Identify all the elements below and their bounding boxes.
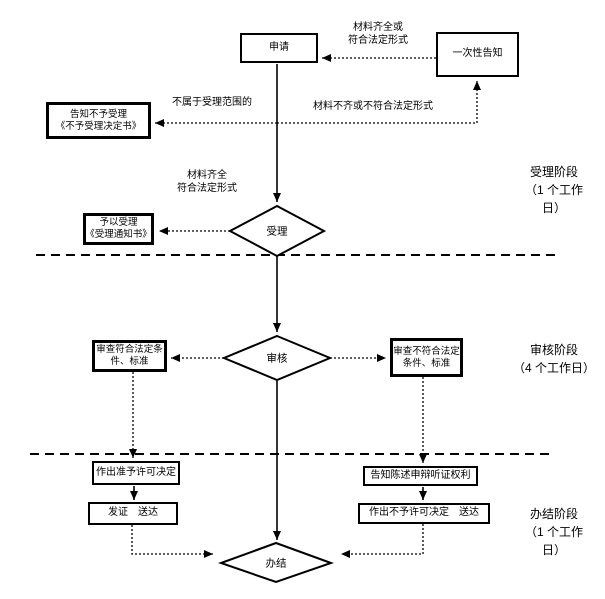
edge-label-incomplete: 材料不齐或不符合法定形式 xyxy=(313,101,433,112)
stage-label-accept-line2: （1 个工作 xyxy=(524,183,583,197)
edge-label-complete-line1: 材料齐全 xyxy=(187,170,227,181)
notify-rejection-line1: 告知不予受理 xyxy=(69,108,127,120)
edge-label-complete-or-legal-line2: 符合法定形式 xyxy=(348,35,408,46)
accept-diamond-label: 受理 xyxy=(266,225,288,238)
grant-accept-line1: 予以受理 xyxy=(99,217,138,229)
notify-rights-label: 告知陈述申辩听证权利 xyxy=(370,469,471,481)
notify-rejection-box: 告知不予受理 《不予受理决定书》 xyxy=(46,102,151,139)
grant-accept-line2: 《受理通知书》 xyxy=(85,229,152,240)
notify-rejection-line2: 《不予受理决定书》 xyxy=(55,120,142,132)
issue-deliver-box: 发证 送达 xyxy=(88,502,178,525)
review-pass-line1: 审查符合法定条 xyxy=(96,344,163,356)
edge-label-complete: 材料齐全 符合法定形式 xyxy=(161,169,253,195)
review-diamond xyxy=(221,334,333,382)
edge-label-complete-or-legal: 材料齐全或 符合法定形式 xyxy=(330,21,426,47)
approve-decision-label: 作出准予许可决定 xyxy=(96,466,176,478)
stage-label-accept: 受理阶段 （1 个工作 日） xyxy=(511,163,597,217)
edge-label-not-in-scope: 不属于受理范围的 xyxy=(172,97,252,108)
stage-label-finish-line1: 办结阶段 xyxy=(529,507,578,521)
stage-separators xyxy=(30,254,557,455)
apply-label: 申请 xyxy=(269,41,289,53)
stage-label-accept-line3: 日） xyxy=(541,201,566,215)
review-pass-box: 审查符合法定条 件、标准 xyxy=(92,340,167,372)
stage-label-review-line2: （4 个工作日） xyxy=(512,361,595,375)
one-time-notice-label: 一次性告知 xyxy=(452,48,503,60)
edge-label-complete-line2: 符合法定形式 xyxy=(177,183,237,194)
stage-label-accept-line1: 受理阶段 xyxy=(529,165,578,179)
review-fail-line1: 审查不符合法定 xyxy=(393,345,460,357)
dotted-connectors xyxy=(129,54,481,558)
connector-deny-to-finish xyxy=(341,524,424,558)
decision-diamonds xyxy=(218,204,334,584)
accept-diamond xyxy=(227,204,327,258)
finish-diamond xyxy=(218,541,334,584)
one-time-notice-box: 一次性告知 xyxy=(436,32,519,77)
stage-label-review: 审核阶段 （4 个工作日） xyxy=(503,341,605,377)
stage-label-finish-line2: （1 个工作 xyxy=(524,525,583,539)
deny-decision-label: 作出不予许可决定 送达 xyxy=(369,507,479,519)
issue-deliver-label: 发证 送达 xyxy=(108,507,158,519)
review-pass-line2: 件、标准 xyxy=(110,356,149,367)
stage-label-review-line1: 审核阶段 xyxy=(529,343,578,357)
review-fail-box: 审查不符合法定 条件、标准 xyxy=(390,338,463,377)
deny-decision-box: 作出不予许可决定 送达 xyxy=(358,503,490,524)
solid-connectors xyxy=(130,64,427,540)
edge-label-complete-or-legal-line1: 材料齐全或 xyxy=(353,22,403,33)
stage-label-finish: 办结阶段 （1 个工作 日） xyxy=(511,505,597,559)
grant-accept-box: 予以受理 《受理通知书》 xyxy=(83,213,154,245)
stage-label-finish-line3: 日） xyxy=(541,543,566,557)
approve-decision-box: 作出准予许可决定 xyxy=(92,461,180,485)
notify-rights-box: 告知陈述申辩听证权利 xyxy=(363,466,478,486)
review-fail-line2: 条件、标准 xyxy=(402,357,451,369)
review-diamond-label: 审核 xyxy=(266,352,288,365)
connector-issue-to-finish xyxy=(131,525,213,558)
apply-box: 申请 xyxy=(240,33,318,63)
finish-diamond-label: 办结 xyxy=(265,557,287,570)
